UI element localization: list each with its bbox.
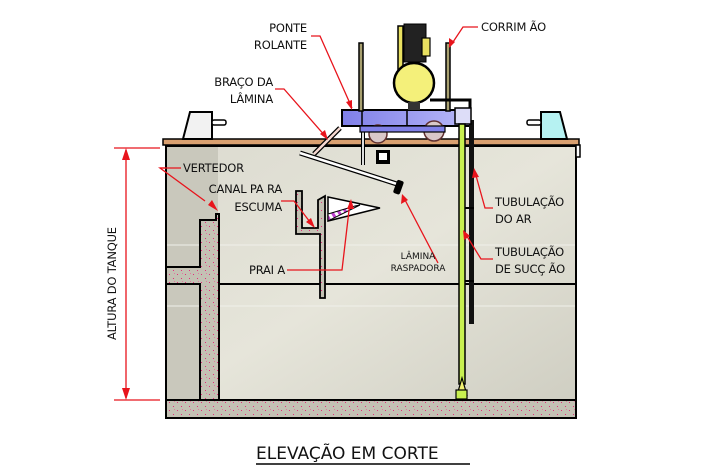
label-ponte-rolante-1: PONTE [269, 21, 307, 35]
label-ponte-rolante-2: ROLANTE [254, 38, 307, 52]
label-tubulacao-ar-2: DO AR [495, 212, 532, 226]
suction-pipe [454, 107, 472, 400]
label-altura-do-tanque: ALTURA DO TANQUE [105, 227, 119, 340]
leader-lamina-raspadora [403, 197, 439, 264]
leader-corrimao [450, 26, 478, 46]
scum-channel [295, 190, 326, 299]
label-corrimao: CORRIM ÃO [481, 19, 546, 34]
rail-support-left [181, 111, 227, 140]
leader-braco-da-lamina [275, 88, 327, 138]
label-canal-para-escuma-2: ESCUMA [234, 200, 282, 214]
weir-wall [165, 213, 220, 401]
motor-blower [392, 23, 436, 110]
label-canal-para-escuma-1: CANAL PA RA [209, 182, 283, 196]
tank-interior [166, 146, 576, 402]
scraper-blade [393, 179, 404, 195]
leader-tubulacao-succao [464, 232, 493, 260]
label-braco-da-lamina-2: LÂMINA [230, 91, 273, 106]
leader-tubulacao-ar [474, 171, 493, 209]
leader-ponte-rolante [311, 35, 353, 109]
leader-canal-escuma [281, 200, 314, 227]
label-tubulacao-succao-2: DE SUCÇ ÃO [495, 261, 565, 276]
label-braco-da-lamina-1: BRAÇO DA [214, 75, 273, 89]
tank-height-dimension [114, 147, 160, 401]
diagram-title: ELEVAÇÃO EM CORTE [256, 442, 439, 464]
handrail [358, 42, 451, 112]
label-praia: PRAI A [249, 263, 285, 277]
label-tubulacao-ar-1: TUBULAÇÃO [494, 194, 564, 209]
label-lamina-raspadora-2: RASPADORA [391, 264, 447, 274]
tank-floor-slab [165, 399, 577, 419]
label-lamina-raspadora-1: LÂMINA [401, 250, 437, 262]
label-tubulacao-succao-1: TUBULAÇÃO [494, 244, 564, 259]
traveling-bridge [341, 109, 471, 144]
leader-praia [287, 201, 351, 271]
label-vertedor: VERTEDOR [183, 161, 244, 175]
scraper-arm [299, 126, 401, 188]
rail-support-right [526, 111, 569, 140]
deck-edge [575, 144, 581, 158]
